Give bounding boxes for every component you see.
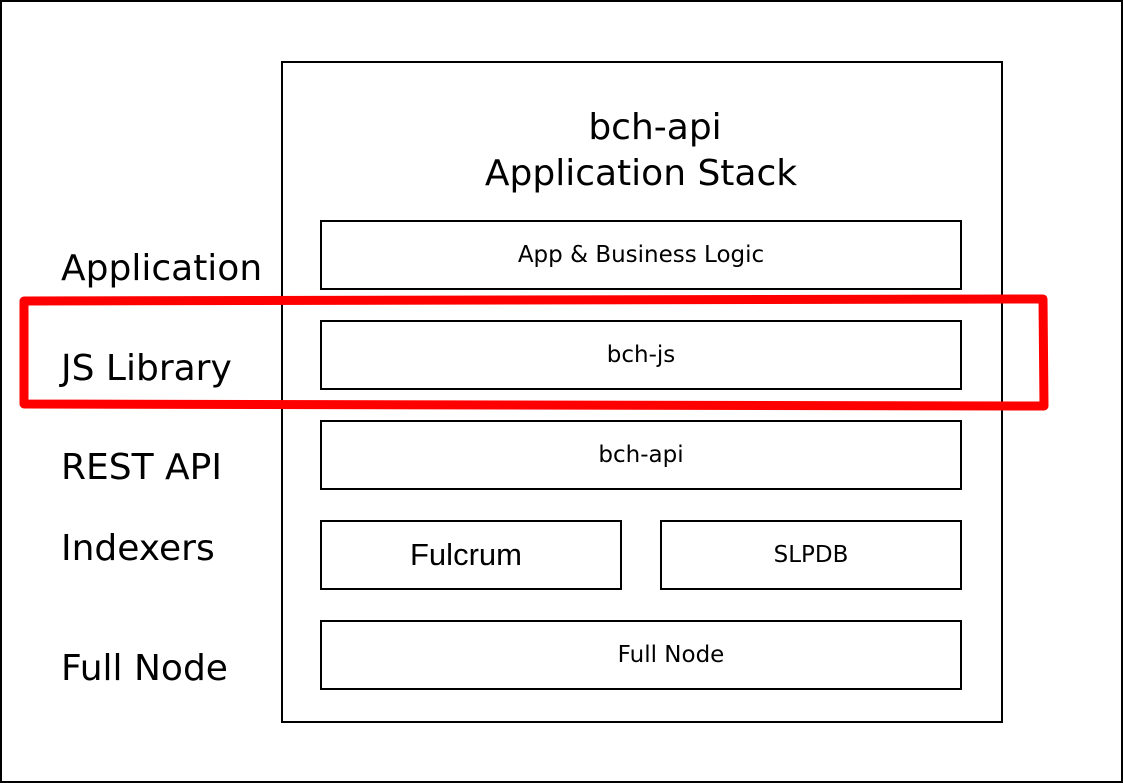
box-full-node-label: Full Node [617,642,725,668]
layer-label-indexers: Indexers [61,528,215,569]
layer-label-full-node: Full Node [61,648,228,689]
stack-title: bch-api Application Stack [281,105,1001,197]
box-full-node: Full Node [320,620,962,690]
layer-label-rest-api: REST API [61,447,222,488]
layer-label-js-library: JS Library [61,348,232,389]
box-bch-api: bch-api [320,420,962,490]
layer-label-application: Application [61,248,263,289]
box-app-business-logic: App & Business Logic [320,220,962,290]
box-app-business-logic-label: App & Business Logic [517,242,765,268]
box-bch-js-label: bch-js [606,342,676,368]
box-bch-js: bch-js [320,320,962,390]
box-fulcrum: Fulcrum [320,520,622,590]
box-bch-api-label: bch-api [598,442,684,468]
box-slpdb: SLPDB [660,520,962,590]
stack-title-line1: bch-api [588,107,722,148]
box-slpdb-label: SLPDB [773,542,849,568]
stack-title-line2: Application Stack [484,153,798,194]
box-fulcrum-label: Fulcrum [410,537,522,572]
